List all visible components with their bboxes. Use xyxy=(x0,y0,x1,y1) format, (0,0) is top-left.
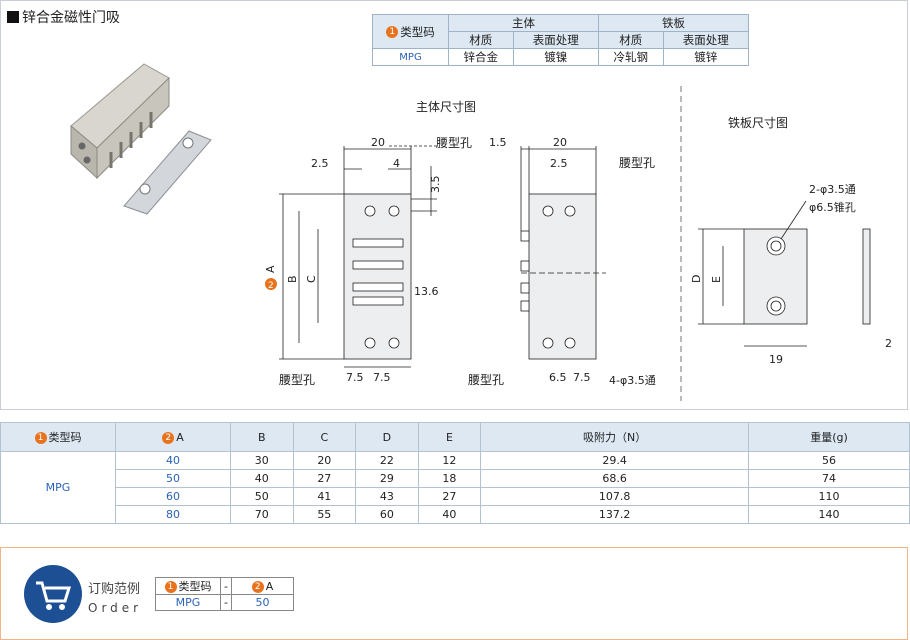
svg-text:腰型孔: 腰型孔 xyxy=(619,156,655,170)
svg-text:1.5: 1.5 xyxy=(489,136,507,149)
spec-code: MPG xyxy=(372,48,449,66)
spec-plate-material-header: 材质 xyxy=(597,31,664,49)
svg-text:腰型孔: 腰型孔 xyxy=(436,136,472,150)
spec-body-material-header: 材质 xyxy=(448,31,514,49)
svg-text:20: 20 xyxy=(371,136,385,149)
badge-1-icon: 1 xyxy=(34,432,47,444)
svg-text:19: 19 xyxy=(769,353,783,366)
svg-text:A: A xyxy=(264,265,277,273)
svg-text:2: 2 xyxy=(268,281,274,291)
svg-text:2.5: 2.5 xyxy=(311,157,329,170)
table-row: MPG 40 30 20 22 12 29.4 56 xyxy=(0,451,910,524)
header-d: D xyxy=(355,422,419,452)
table-row: 60 50 41 43 27 107.8 110 xyxy=(1,487,910,506)
header-force: 吸附力（N） xyxy=(480,422,750,452)
badge-1-icon: 1 xyxy=(386,26,399,38)
shopping-cart-icon xyxy=(24,565,82,623)
svg-text:7.5: 7.5 xyxy=(373,371,391,384)
main-drawing-title: 主体尺寸图 xyxy=(416,100,476,114)
table-code: MPG xyxy=(0,451,116,524)
svg-text:7.5: 7.5 xyxy=(573,371,591,384)
spec-body-surface-header: 表面处理 xyxy=(512,31,599,49)
order-example-panel: 订购范例 Order xyxy=(0,547,908,640)
spec-plate-surface: 镀锌 xyxy=(662,48,750,66)
svg-text:7.5: 7.5 xyxy=(346,371,364,384)
spec-body-material: 锌合金 xyxy=(448,48,514,66)
header-weight: 重量(g) xyxy=(748,422,910,452)
svg-text:腰型孔: 腰型孔 xyxy=(279,373,315,387)
svg-text:2: 2 xyxy=(885,337,892,350)
svg-text:E: E xyxy=(710,276,723,283)
svg-text:2.5: 2.5 xyxy=(550,157,568,170)
badge-2-icon: 2 xyxy=(251,580,264,593)
order-code: MPG xyxy=(155,594,221,611)
svg-text:腰型孔: 腰型孔 xyxy=(468,373,504,387)
svg-text:D: D xyxy=(690,275,703,283)
table-row: 80 70 55 60 40 137.2 140 xyxy=(1,505,910,524)
order-value: 50 xyxy=(230,594,294,611)
order-label: 订购范例 Order xyxy=(88,582,143,615)
header-e: E xyxy=(417,422,482,452)
svg-text:4: 4 xyxy=(393,157,400,170)
svg-text:6.5: 6.5 xyxy=(549,371,567,384)
header-c: C xyxy=(292,422,357,452)
spec-plate-surface-header: 表面处理 xyxy=(662,31,750,49)
badge-2-icon: 2 xyxy=(162,431,175,444)
plate-drawing-title: 铁板尺寸图 xyxy=(728,116,788,130)
badge-1-icon: 1 xyxy=(164,581,177,593)
spec-plate-header: 铁板 xyxy=(597,14,750,32)
svg-text:3.5: 3.5 xyxy=(429,176,442,194)
spec-plate-material: 冷轧钢 xyxy=(597,48,664,66)
spec-body-surface: 镀镍 xyxy=(512,48,599,66)
svg-text:13.6: 13.6 xyxy=(414,285,439,298)
page-title: 锌合金磁性门吸 xyxy=(7,7,120,27)
header-b: B xyxy=(230,422,294,452)
svg-text:4-φ3.5通: 4-φ3.5通 xyxy=(609,374,656,387)
svg-text:2-φ3.5通: 2-φ3.5通 xyxy=(809,183,856,196)
svg-text:20: 20 xyxy=(553,136,567,149)
svg-text:C: C xyxy=(305,275,318,283)
svg-text:φ6.5锥孔: φ6.5锥孔 xyxy=(809,201,856,214)
technical-drawing: 主体尺寸图 铁板尺寸图 20 2.5 4 3.5 腰型孔 13.6 7.5 7.… xyxy=(264,86,892,401)
product-photo xyxy=(70,63,212,215)
svg-text:B: B xyxy=(286,275,299,283)
title-square-icon xyxy=(7,11,19,23)
table-row: 50 40 27 29 18 68.6 74 xyxy=(1,469,910,488)
